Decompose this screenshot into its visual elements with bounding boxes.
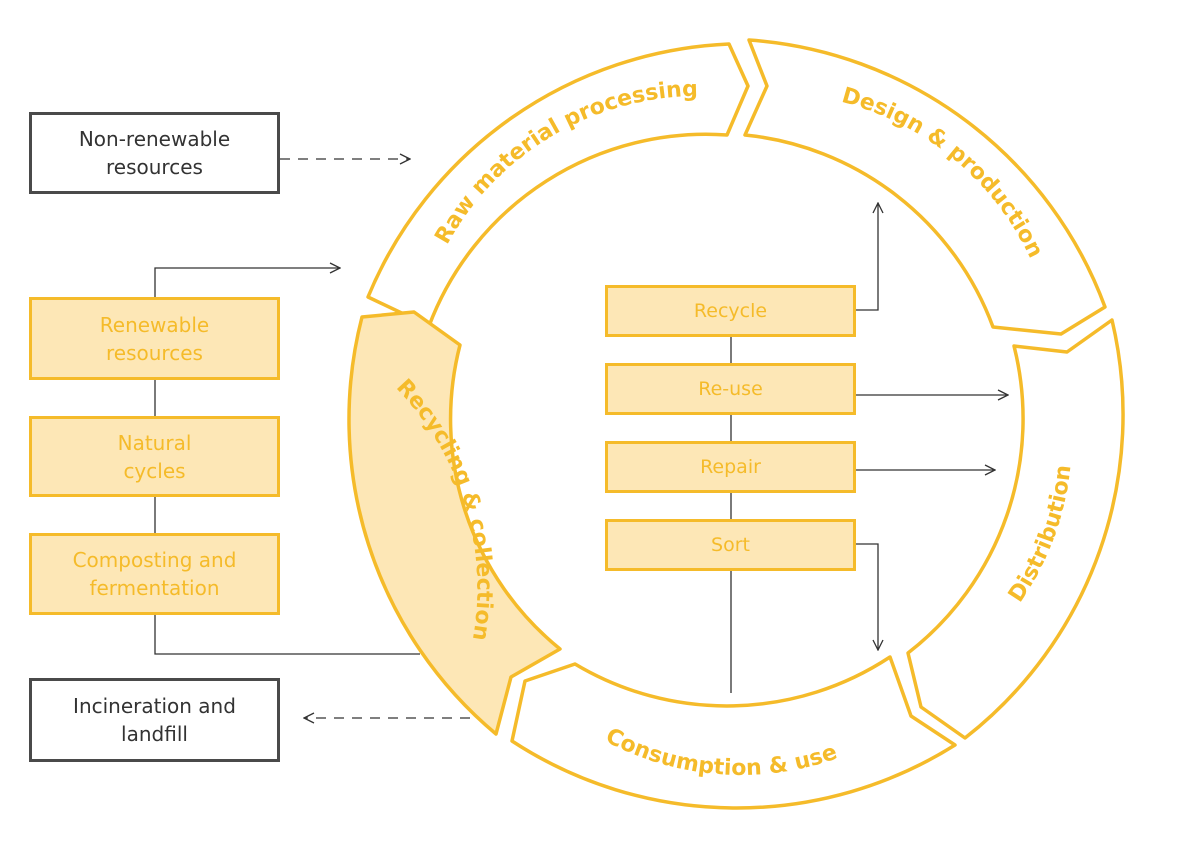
segment-design-production [743, 38, 1107, 336]
box-renewable-resources: Renewable resources [29, 297, 280, 380]
box-recycle: Recycle [605, 285, 856, 337]
arrow-sort-to-consumption [856, 543, 878, 650]
connector-composting-to-recycling [154, 615, 420, 655]
box-non-renewable-resources: Non-renewable resources [29, 112, 280, 194]
segment-consumption-use [510, 655, 957, 810]
box-repair: Repair [605, 441, 856, 493]
segment-recycling-collection [347, 310, 562, 736]
box-natural-cycles: Natural cycles [29, 416, 280, 497]
segment-raw-material-processing [366, 42, 750, 328]
arrow-renewable-to-raw [154, 268, 340, 297]
segment-distribution [906, 318, 1125, 740]
box-sort: Sort [605, 519, 856, 571]
box-composting-fermentation: Composting and fermentation [29, 533, 280, 615]
box-incineration-landfill: Incineration and landfill [29, 678, 280, 762]
box-reuse: Re-use [605, 363, 856, 415]
arrow-recycle-to-design [855, 203, 878, 311]
